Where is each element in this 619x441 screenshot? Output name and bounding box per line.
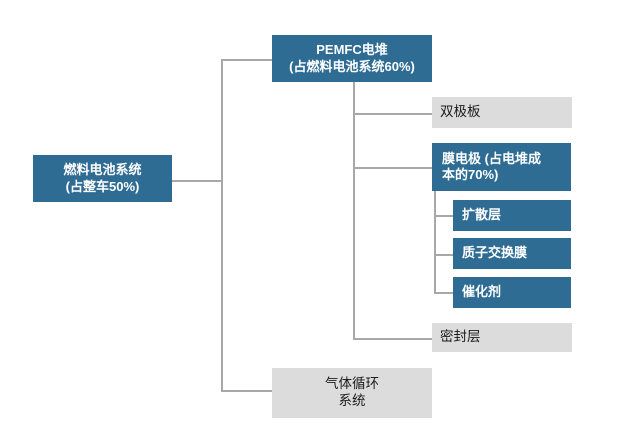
node-pemfc-stack: PEMFC电堆 (占燃料电池系统60%) [272, 35, 432, 82]
node-fuel-cell-system-line1: 燃料电池系统 [63, 162, 142, 178]
node-gas-circulation-system: 气体循环 系统 [272, 368, 432, 418]
connector-to-diffusion-layer [434, 215, 453, 217]
node-gas-circulation-system-line2: 系统 [338, 393, 366, 408]
connector-root-to-trunk [172, 180, 222, 182]
node-fuel-cell-system-line2: (占整车50%) [65, 178, 140, 194]
connector-to-catalyst [434, 292, 453, 294]
node-diffusion-layer-label: 扩散层 [462, 207, 502, 223]
node-sealing-layer: 密封层 [432, 323, 572, 352]
connector-to-sealing-layer [353, 338, 432, 340]
connector-to-bipolar-plate [353, 113, 432, 115]
connector-to-proton-membrane [434, 254, 453, 256]
node-membrane-electrode-line1: 膜电极 (占电堆成 [442, 150, 541, 166]
node-bipolar-plate: 双极板 [432, 97, 572, 128]
node-diffusion-layer: 扩散层 [453, 200, 571, 231]
node-pemfc-stack-line2: (占燃料电池系统60%) [289, 58, 415, 74]
connector-trunk-to-pemfc [221, 59, 272, 61]
node-fuel-cell-system: 燃料电池系统 (占整车50%) [33, 155, 172, 202]
node-proton-exchange-membrane-label: 质子交换膜 [462, 245, 528, 261]
connector-to-membrane-electrode [353, 167, 432, 169]
node-membrane-electrode-line2: 本的70%) [442, 167, 499, 182]
node-pemfc-stack-line1: PEMFC电堆 [316, 42, 388, 58]
node-catalyst: 催化剂 [453, 277, 571, 308]
connector-trunk-to-gas-system [221, 390, 272, 392]
connector-trunk-vertical [221, 59, 223, 392]
node-catalyst-label: 催化剂 [462, 284, 502, 300]
node-gas-circulation-system-line1: 气体循环 [325, 376, 379, 392]
connector-pemfc-vertical [353, 82, 355, 339]
node-proton-exchange-membrane: 质子交换膜 [453, 238, 571, 269]
node-sealing-layer-label: 密封层 [440, 329, 481, 345]
node-membrane-electrode: 膜电极 (占电堆成 本的70%) [432, 143, 571, 191]
node-bipolar-plate-label: 双极板 [440, 104, 481, 120]
connector-mea-vertical [434, 191, 436, 293]
